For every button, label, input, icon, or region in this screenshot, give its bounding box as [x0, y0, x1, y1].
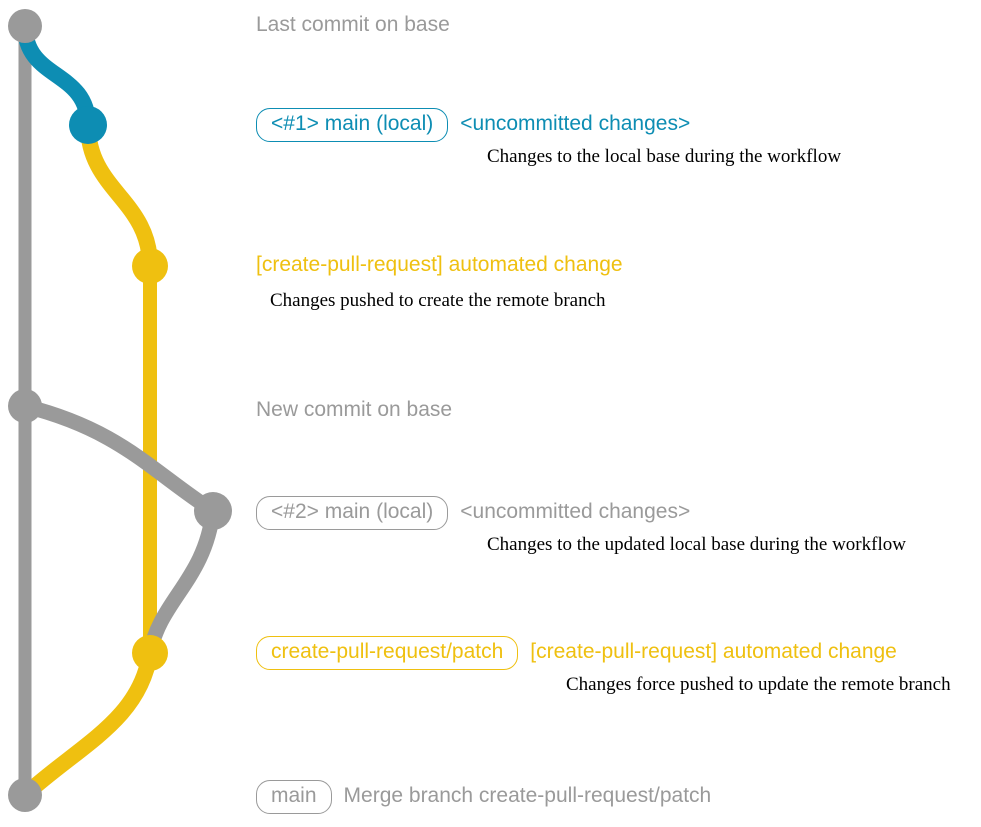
commit-description: Changes to the updated local base during…: [487, 534, 906, 555]
commit-description: Changes force pushed to update the remot…: [566, 674, 951, 695]
edge-patch-2-to-merge: [17, 645, 158, 803]
ref-badge-main-local-1[interactable]: <#1> main (local): [256, 108, 449, 143]
commit-subject: Merge branch create-pull-request/patch: [343, 784, 712, 807]
commit-row-last-commit-on-base: Last commit on base: [256, 13, 450, 37]
node-base-new[interactable]: [8, 389, 42, 423]
commit-row-automated-change-1: [create-pull-request] automated change: [256, 253, 623, 277]
node-base-last[interactable]: [8, 9, 42, 43]
commit-row-new-commit-on-base: New commit on base: [256, 398, 452, 422]
commit-row-merge-commit: main Merge branch create-pull-request/pa…: [256, 780, 712, 815]
commit-row-local-commit-2: <#2> main (local) <uncommitted changes>: [256, 496, 691, 531]
node-merge[interactable]: [8, 778, 42, 812]
edge-local-2-to-patch-2: [142, 503, 221, 661]
commit-row-local-commit-1: <#1> main (local) <uncommitted changes>: [256, 108, 691, 143]
commit-description: Changes pushed to create the remote bran…: [270, 290, 606, 311]
node-local-1[interactable]: [69, 106, 107, 144]
ref-badge-create-pull-request-patch[interactable]: create-pull-request/patch: [256, 636, 519, 671]
commit-row-automated-change-2: create-pull-request/patch [create-pull-r…: [256, 636, 897, 671]
ref-badge-main-local-2[interactable]: <#2> main (local): [256, 496, 449, 531]
node-local-2[interactable]: [194, 492, 232, 530]
node-patch-1[interactable]: [132, 248, 168, 284]
ref-badge-main[interactable]: main: [256, 780, 332, 815]
commit-subject: New commit on base: [256, 398, 453, 421]
commit-description: Changes to the local base during the wor…: [487, 146, 842, 167]
commit-subject: [create-pull-request] automated change: [530, 640, 897, 663]
edge-local-1-to-patch-1: [80, 117, 158, 274]
edge-base-new-to-local-2: [17, 398, 221, 519]
commit-subject: Last commit on base: [256, 13, 450, 36]
commit-subject: <uncommitted changes>: [460, 112, 691, 135]
node-patch-2[interactable]: [132, 635, 168, 671]
commit-subject: [create-pull-request] automated change: [256, 253, 623, 276]
commit-subject: <uncommitted changes>: [460, 500, 691, 523]
